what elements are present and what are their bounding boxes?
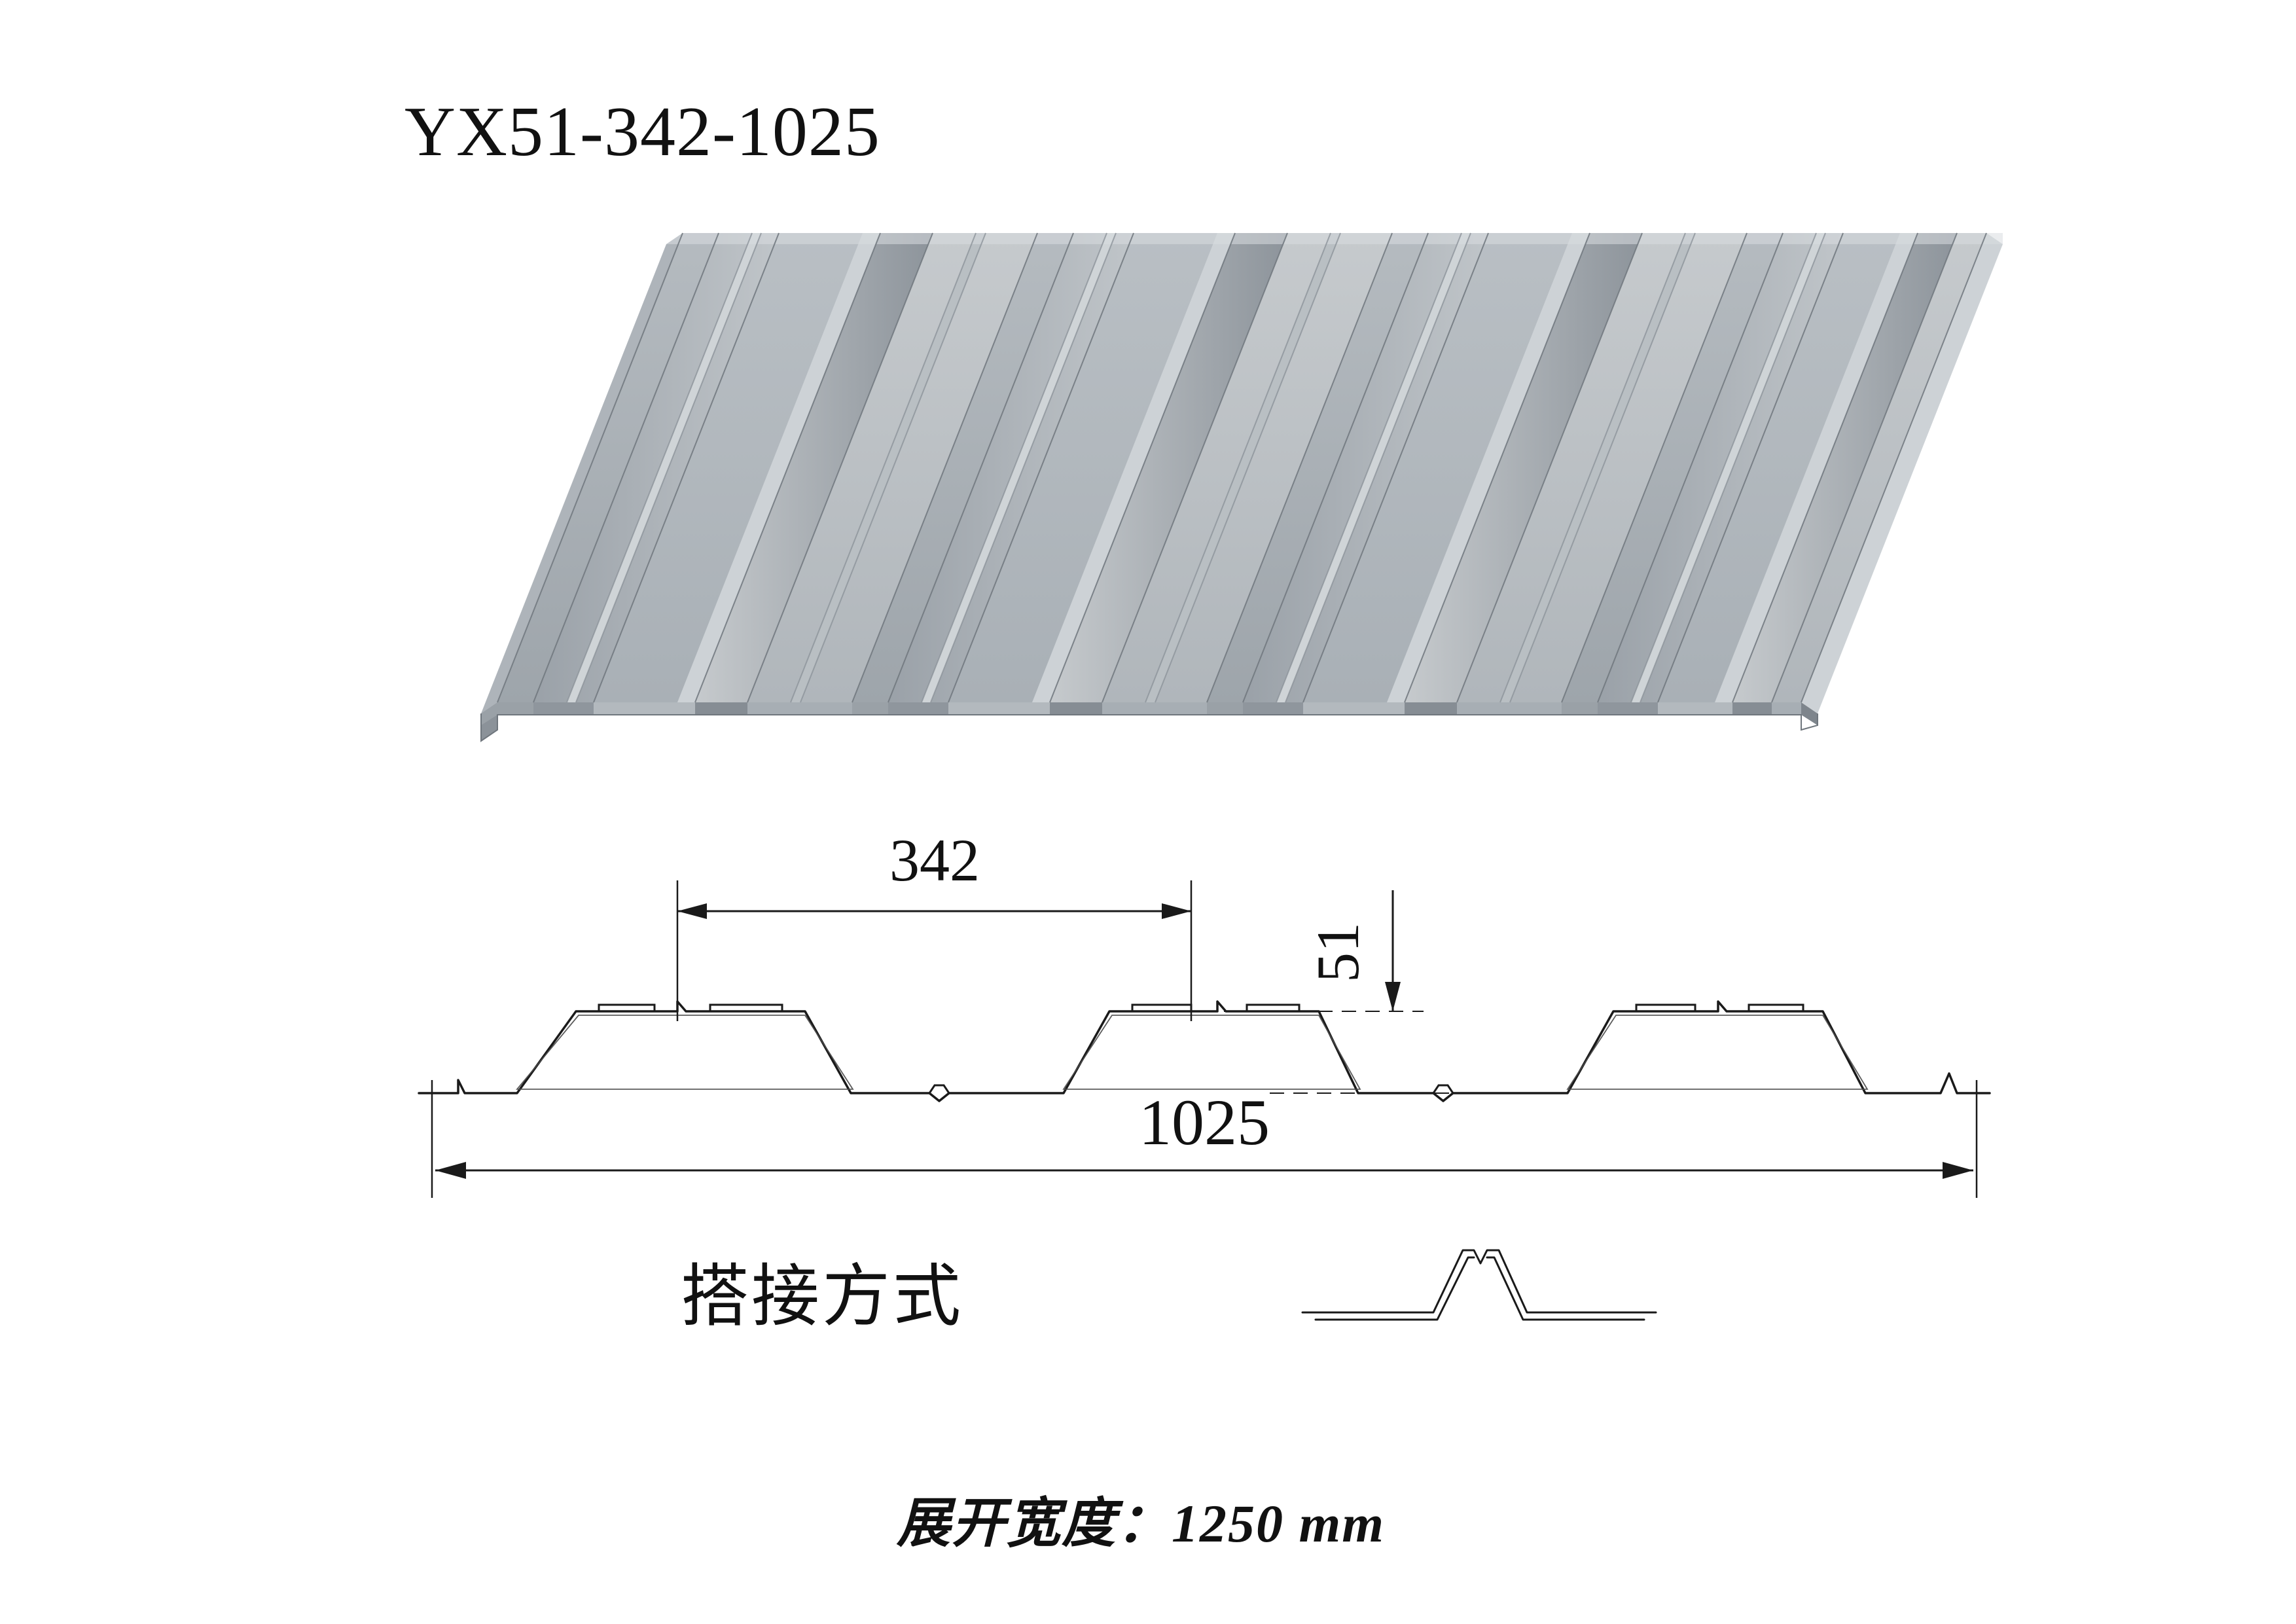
deck-sheet-body (481, 233, 2003, 741)
dimension-342-label: 342 (889, 827, 980, 893)
section-inner-line (516, 1015, 1869, 1090)
dimension-51-label: 51 (1304, 922, 1371, 983)
dimension-342: 342 (676, 827, 1193, 1021)
deck-stiffener-lines (566, 232, 1826, 703)
section-valley-stiffeners (928, 1084, 1454, 1094)
dimension-51: 51 (1224, 890, 1466, 1094)
section-outline (418, 1000, 1991, 1102)
lap-joint-detail (1301, 1249, 1657, 1321)
sheet-front-edge (481, 702, 1801, 725)
sheet-bottom-outline (480, 713, 1818, 742)
page-title: YX51-342-1025 (404, 93, 880, 171)
dimension-1025-label: 1025 (1139, 1086, 1270, 1159)
dimension-1025: 1025 (431, 1080, 1978, 1198)
developed-width-label: 展开宽度：1250 mm (897, 1494, 1386, 1553)
lap-method-label: 搭接方式 (681, 1256, 964, 1336)
deck-fold-lines (497, 232, 1987, 703)
